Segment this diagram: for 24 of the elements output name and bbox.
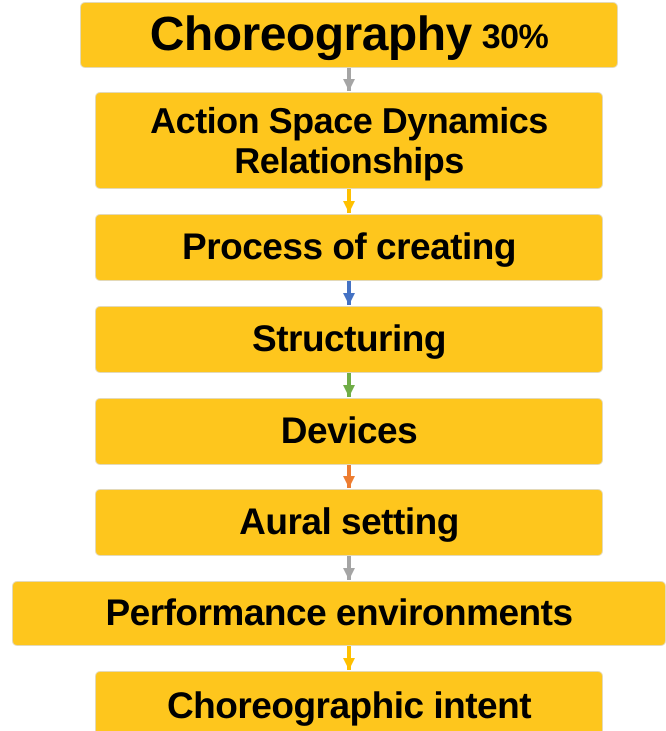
arrow [343, 465, 355, 488]
arrow [343, 68, 355, 91]
box-title: Process of creating [182, 227, 516, 268]
process-box [95, 398, 603, 465]
process-box [95, 214, 603, 281]
arrow [343, 281, 355, 305]
box-title: Action Space Dynamics Relationships [149, 100, 549, 180]
box-title: Choreography [150, 8, 472, 62]
box-title: Aural setting [239, 502, 459, 543]
process-box [80, 2, 618, 68]
process-box [95, 92, 603, 189]
arrow [343, 189, 355, 213]
percentage-label: 30% [482, 19, 548, 57]
box-title: Choreographic intent [166, 686, 532, 727]
process-box [95, 306, 603, 373]
process-box [95, 489, 603, 556]
box-title: Devices [280, 411, 418, 452]
arrow [343, 556, 355, 580]
box-title: Structuring [252, 319, 446, 360]
arrow [343, 646, 355, 670]
arrow [343, 373, 355, 397]
box-title: Performance environments [105, 593, 573, 634]
process-box [12, 581, 666, 646]
process-box [95, 671, 603, 731]
